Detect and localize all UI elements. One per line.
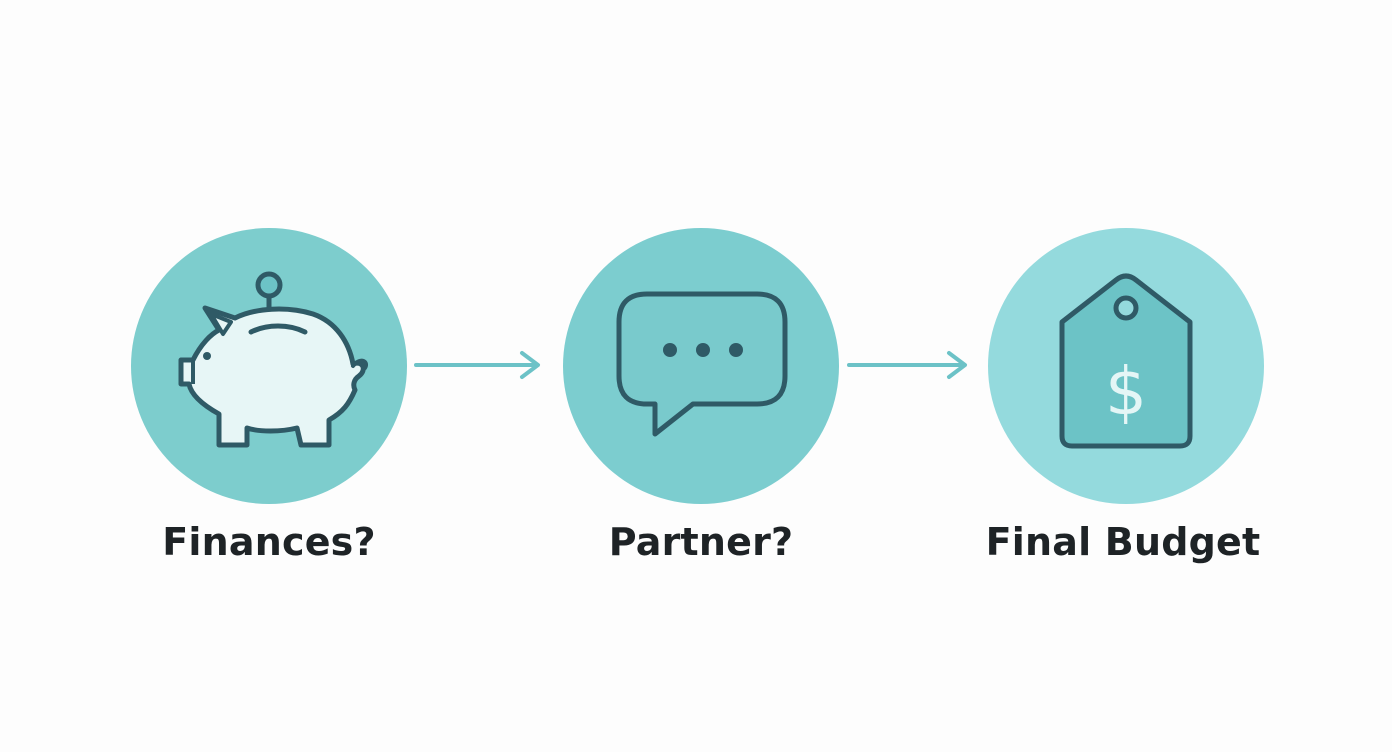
- ellipsis-dot: [663, 343, 677, 357]
- step-partner-circle: [563, 228, 839, 504]
- price-tag-icon: $: [988, 228, 1264, 504]
- step-label-partner: Partner?: [608, 520, 794, 564]
- step-label-final-budget: Final Budget: [985, 520, 1261, 564]
- ellipsis-dot: [696, 343, 710, 357]
- arrow-right-icon: [847, 351, 967, 379]
- step-finances-circle: [131, 228, 407, 504]
- speech-bubble-icon: [563, 228, 839, 504]
- ellipsis-dot: [729, 343, 743, 357]
- piggy-bank-icon: [131, 228, 407, 504]
- step-final-budget-circle: $: [988, 228, 1264, 504]
- arrow-right-icon: [414, 351, 540, 379]
- step-label-finances: Finances?: [162, 520, 376, 564]
- dollar-sign: $: [1105, 353, 1147, 430]
